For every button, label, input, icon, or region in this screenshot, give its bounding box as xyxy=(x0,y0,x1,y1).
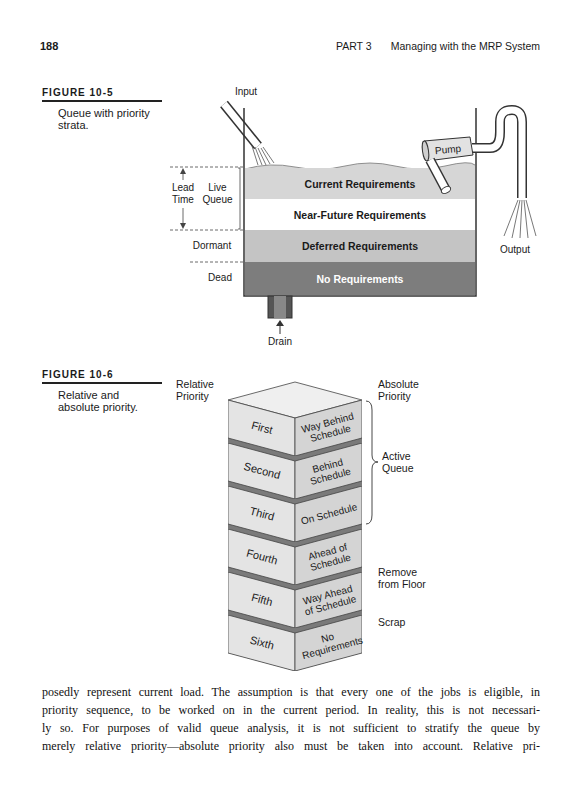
priority-block: SixthNo Requirements xyxy=(228,615,362,671)
queue-stratum: Near-Future Requirements xyxy=(245,199,475,230)
output-pipe xyxy=(472,110,536,238)
pump: Pump xyxy=(418,136,474,162)
axis-label: Absolute Priority xyxy=(378,378,438,402)
pump-end xyxy=(421,141,430,162)
priority-block: SecondBehind Schedule xyxy=(228,443,362,499)
stack-shadow xyxy=(228,382,362,671)
lead-time-label: Lead Time xyxy=(166,182,200,206)
running-head: PART 3 xyxy=(336,40,372,52)
body-text-line: priority sequence, to be worked on in th… xyxy=(42,702,540,718)
input-pipe xyxy=(224,104,274,165)
live-queue-label: Live Queue xyxy=(200,182,235,206)
stratum-name: Current Requirements xyxy=(305,178,416,190)
page-number: 188 xyxy=(40,40,58,52)
figure-caption: Relative and absolute priority. xyxy=(58,389,158,413)
stratum-name: Near-Future Requirements xyxy=(294,209,426,221)
figure-caption: Queue with priority strata. xyxy=(58,107,158,131)
block-right-face xyxy=(295,615,362,671)
stratum-name: Deferred Requirements xyxy=(302,240,418,252)
drain xyxy=(268,296,292,334)
queue-stratum: Deferred Requirements xyxy=(245,230,475,262)
body-text-line: posedly represent current load. The assu… xyxy=(42,684,540,700)
body-text-line: merely relative priority—absolute priori… xyxy=(42,738,540,754)
figure-number: FIGURE 10-6 xyxy=(42,369,114,381)
priority-block: ThirdOn Schedule xyxy=(228,486,362,542)
axis-label: Relative Priority xyxy=(176,378,226,402)
block-left-face xyxy=(228,615,295,671)
output-label: Output xyxy=(492,244,538,256)
active-queue-bracket xyxy=(366,401,378,524)
body-text-line: ly so. For purposes of valid queue analy… xyxy=(42,720,540,736)
priority-block: FifthWay Ahead of Schedule xyxy=(228,572,362,628)
pump-casing xyxy=(424,137,473,161)
queue-dimension-lines xyxy=(170,167,243,262)
bracket-label: Active Queue xyxy=(382,450,432,474)
priority-block: FirstWay Behind Schedule xyxy=(228,400,362,456)
priority-block: FourthAhead of Schedule xyxy=(228,529,362,585)
dead-label: Dead xyxy=(200,272,240,284)
pump-label: Pump xyxy=(435,142,462,155)
stratum-note: Scrap xyxy=(378,616,434,628)
figure-rules xyxy=(42,101,162,383)
queue-stratum: Current Requirements xyxy=(245,168,475,199)
queue-stratum: No Requirements xyxy=(245,262,475,295)
intake-pipe xyxy=(430,160,452,195)
drain-label: Drain xyxy=(258,336,302,348)
figure-number: FIGURE 10-5 xyxy=(42,87,114,99)
dormant-label: Dormant xyxy=(184,240,240,252)
running-head: Managing with the MRP System xyxy=(385,40,540,52)
stratum-name: No Requirements xyxy=(317,273,404,285)
stratum-note: Remove from Floor xyxy=(378,566,434,590)
tank-walls xyxy=(244,108,476,296)
input-label: Input xyxy=(226,86,266,98)
